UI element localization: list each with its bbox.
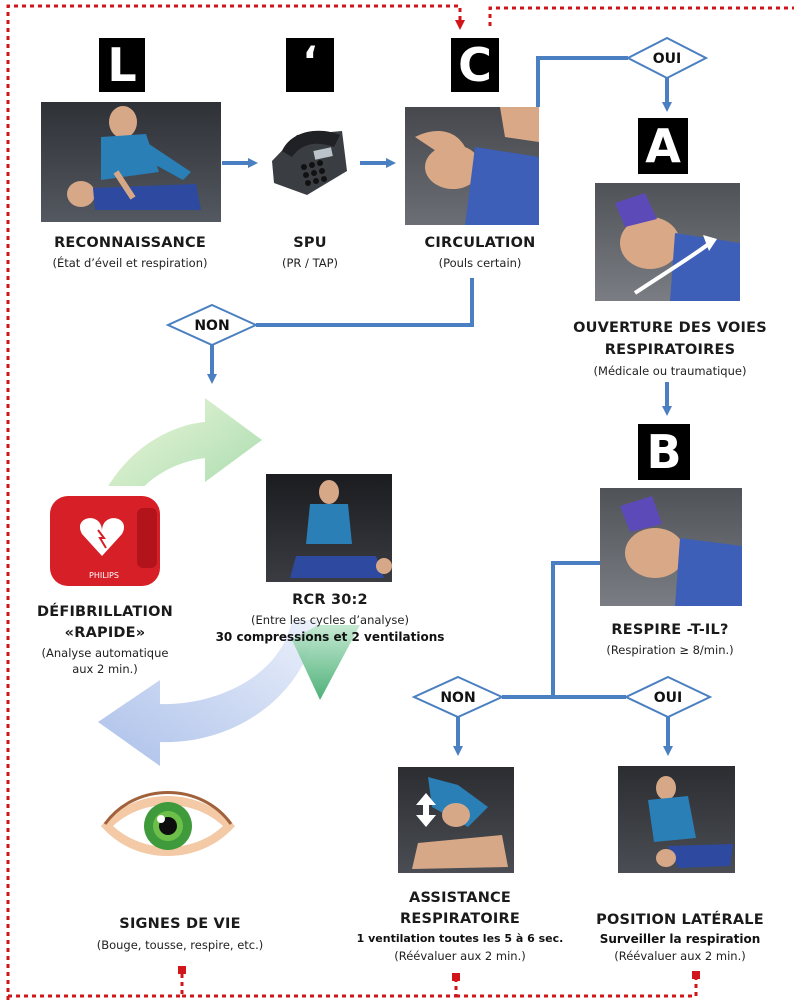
rcr-sub: (Entre les cycles d’analyse) [251,613,409,627]
loop-marker-signes [178,966,186,974]
assistance-detail: 1 ventilation toutes les 5 à 6 sec. [356,932,564,945]
decision-oui-top [625,36,709,80]
decision-oui-top-label: OUI [653,51,681,67]
cpr-photo [266,474,392,582]
airway-photo [595,183,740,301]
decision-non-circulation-label: NON [194,318,229,334]
lateral-label: POSITION LATÉRALE [596,912,764,928]
letter-spu: ‘ [286,38,334,92]
recognition-label: RECONNAISSANCE [54,235,206,251]
assistance-label-line1: ASSISTANCE [409,890,511,906]
lateral-sub: (Réévaluer aux 2 min.) [614,949,746,963]
defib-label-line1: DÉFIBRILLATION [37,604,173,620]
spu-label: SPU [293,235,327,251]
assistance-label-line2: RESPIRATOIRE [400,911,520,927]
defib-sub-line2: aux 2 min.) [72,662,138,676]
spu-sub: (PR / TAP) [281,256,339,270]
decision-oui-respiration-label: OUI [654,690,682,706]
letter-a: A [638,118,688,174]
assistance-sub: (Réévaluer aux 2 min.) [394,949,526,963]
decision-non-respiration [411,675,505,719]
airway-label-line2: RESPIRATOIRES [604,342,736,358]
defib-label-line2: «RAPIDE» [64,625,146,641]
flow-arrows [207,56,673,756]
rcr-detail: 30 compressions et 2 ventilations [215,630,445,644]
phone-photo [262,121,352,201]
circulation-sub: (Pouls certain) [438,256,522,270]
eye-photo [95,778,240,870]
aed-brand: PHILIPS [89,571,119,580]
recognition-photo [41,102,221,222]
lateral-position-photo [618,766,735,873]
letter-b: B [638,424,690,480]
breathing-sub: (Respiration ≥ 8/min.) [606,643,734,657]
feedback-loop-line [6,4,794,1000]
circulation-label: CIRCULATION [424,235,536,251]
decision-non-circulation [165,303,259,347]
airway-label-line1: OUVERTURE DES VOIES [573,320,767,336]
letter-l: L [99,38,145,92]
decision-non-respiration-label: NON [440,690,475,706]
breathing-label: RESPIRE -T-IL? [611,622,729,638]
signes-label: SIGNES DE VIE [119,916,241,932]
lateral-detail: Surveiller la respiration [599,932,761,946]
circulation-photo [405,107,539,225]
airway-sub: (Médicale ou traumatique) [593,364,747,378]
rcr-label: RCR 30:2 [292,592,368,608]
decision-oui-respiration [623,675,713,719]
assistance-photo [398,767,514,873]
loop-marker-assistance [452,973,460,981]
defib-sub-line1: (Analyse automatique [41,646,169,660]
letter-c: C [451,38,499,92]
aed-device-photo: PHILIPS [42,486,168,590]
breathing-photo [600,488,742,606]
signes-sub: (Bouge, tousse, respire, etc.) [96,938,264,952]
loop-marker-lateral [692,971,700,979]
recognition-sub: (État d’éveil et respiration) [52,256,208,270]
